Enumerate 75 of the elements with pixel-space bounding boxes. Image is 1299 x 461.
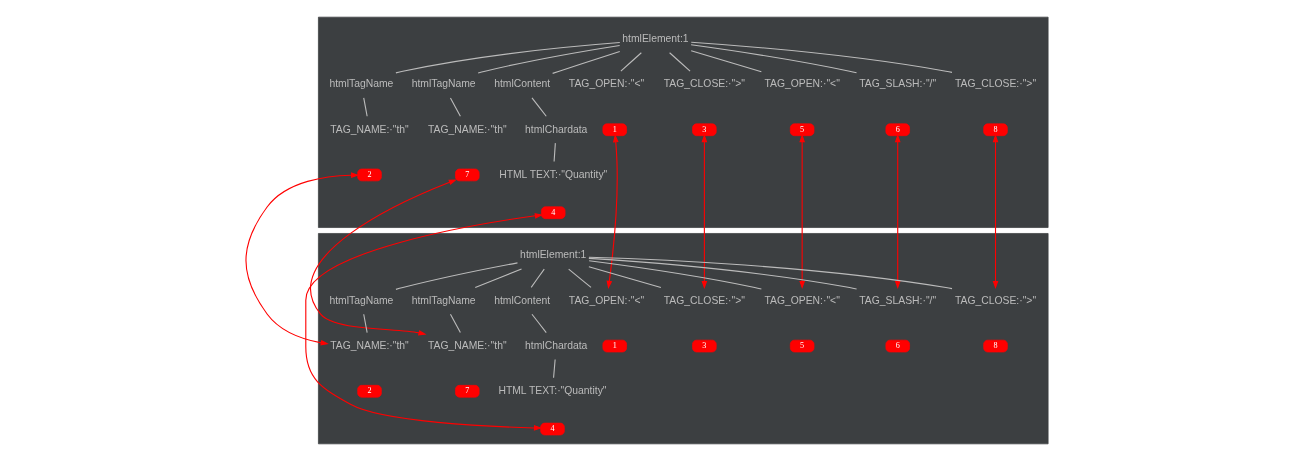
connector bbox=[690, 44, 857, 74]
node-text: htmlContent bbox=[493, 294, 550, 306]
arrow bbox=[309, 179, 457, 336]
connector bbox=[588, 260, 762, 290]
arrow bbox=[894, 134, 901, 290]
connector bbox=[394, 262, 518, 290]
connector bbox=[530, 268, 545, 288]
connector bbox=[362, 97, 368, 117]
connector bbox=[587, 257, 857, 290]
connector bbox=[567, 268, 592, 288]
connector bbox=[477, 44, 620, 74]
node-text: TAG_CLOSE:·">" bbox=[954, 78, 1036, 90]
connector bbox=[530, 97, 547, 117]
connector bbox=[587, 266, 661, 289]
connector bbox=[668, 52, 691, 72]
node-box: 8 bbox=[982, 339, 1008, 353]
connector bbox=[474, 268, 522, 289]
node-text: htmlContent bbox=[493, 78, 550, 90]
node-text: TAG_NAME:·"th" bbox=[427, 339, 507, 351]
node-text: htmlTagName bbox=[411, 294, 476, 306]
node-box: 5 bbox=[789, 123, 814, 137]
connector bbox=[552, 358, 556, 379]
node-text: TAG_SLASH:·"/" bbox=[858, 294, 936, 306]
node-text: TAG_OPEN:·"<" bbox=[568, 78, 644, 90]
node-box: 4 bbox=[539, 422, 565, 436]
node-box: 1 bbox=[602, 123, 627, 137]
node-box: 3 bbox=[691, 123, 717, 137]
connector bbox=[619, 52, 642, 72]
connector bbox=[553, 142, 556, 162]
connector bbox=[587, 256, 953, 290]
connector bbox=[449, 313, 461, 334]
node-box: 1 bbox=[602, 339, 627, 353]
node-text: TAG_NAME:·"th" bbox=[329, 123, 409, 135]
node-text: htmlChardata bbox=[524, 339, 587, 351]
connector bbox=[362, 313, 368, 334]
node-text: TAG_CLOSE:·">" bbox=[954, 294, 1036, 306]
connector bbox=[551, 50, 620, 74]
node-text: htmlTagName bbox=[328, 294, 393, 306]
cluster bbox=[317, 16, 1048, 228]
node-box: 8 bbox=[982, 123, 1008, 137]
connector bbox=[690, 50, 762, 73]
node-box: 7 bbox=[454, 168, 479, 182]
arrow bbox=[992, 134, 998, 290]
arrow bbox=[304, 213, 543, 431]
node-box: 4 bbox=[540, 206, 565, 219]
connector bbox=[394, 42, 620, 74]
node-box: 6 bbox=[885, 123, 910, 137]
node-text: TAG_OPEN:·"<" bbox=[568, 294, 644, 306]
node-box: 5 bbox=[789, 339, 814, 353]
arrow bbox=[606, 134, 619, 290]
arrow bbox=[244, 172, 359, 346]
arrow bbox=[798, 134, 805, 290]
node-text: htmlChardata bbox=[524, 123, 587, 135]
node-text: TAG_NAME:·"th" bbox=[329, 339, 409, 351]
node-text: TAG_SLASH:·"/" bbox=[858, 78, 936, 90]
node-text: TAG_OPEN:·"<" bbox=[763, 78, 840, 90]
node-text: TAG_CLOSE:·">" bbox=[663, 78, 745, 90]
node-text: TAG_CLOSE:·">" bbox=[663, 294, 745, 306]
node-box: 2 bbox=[356, 384, 382, 398]
connector bbox=[690, 41, 953, 73]
node-text: htmlTagName bbox=[328, 78, 393, 90]
arrow bbox=[701, 134, 707, 290]
node-box: 6 bbox=[885, 339, 910, 353]
connector bbox=[449, 97, 461, 117]
node-text: htmlElement:1 bbox=[621, 33, 689, 45]
node-text: HTML TEXT:·"Quantity" bbox=[498, 168, 607, 180]
connector bbox=[530, 313, 547, 334]
node-text: htmlTagName bbox=[411, 78, 476, 90]
node-box: 7 bbox=[454, 384, 479, 398]
node-text: HTML TEXT:·"Quantity" bbox=[497, 385, 607, 396]
node-text: htmlElement:1 bbox=[519, 249, 586, 261]
node-box: 3 bbox=[691, 339, 717, 353]
node-box: 2 bbox=[356, 168, 382, 182]
node-text: TAG_NAME:·"th" bbox=[427, 123, 507, 135]
node-text: TAG_OPEN:·"<" bbox=[763, 294, 840, 306]
